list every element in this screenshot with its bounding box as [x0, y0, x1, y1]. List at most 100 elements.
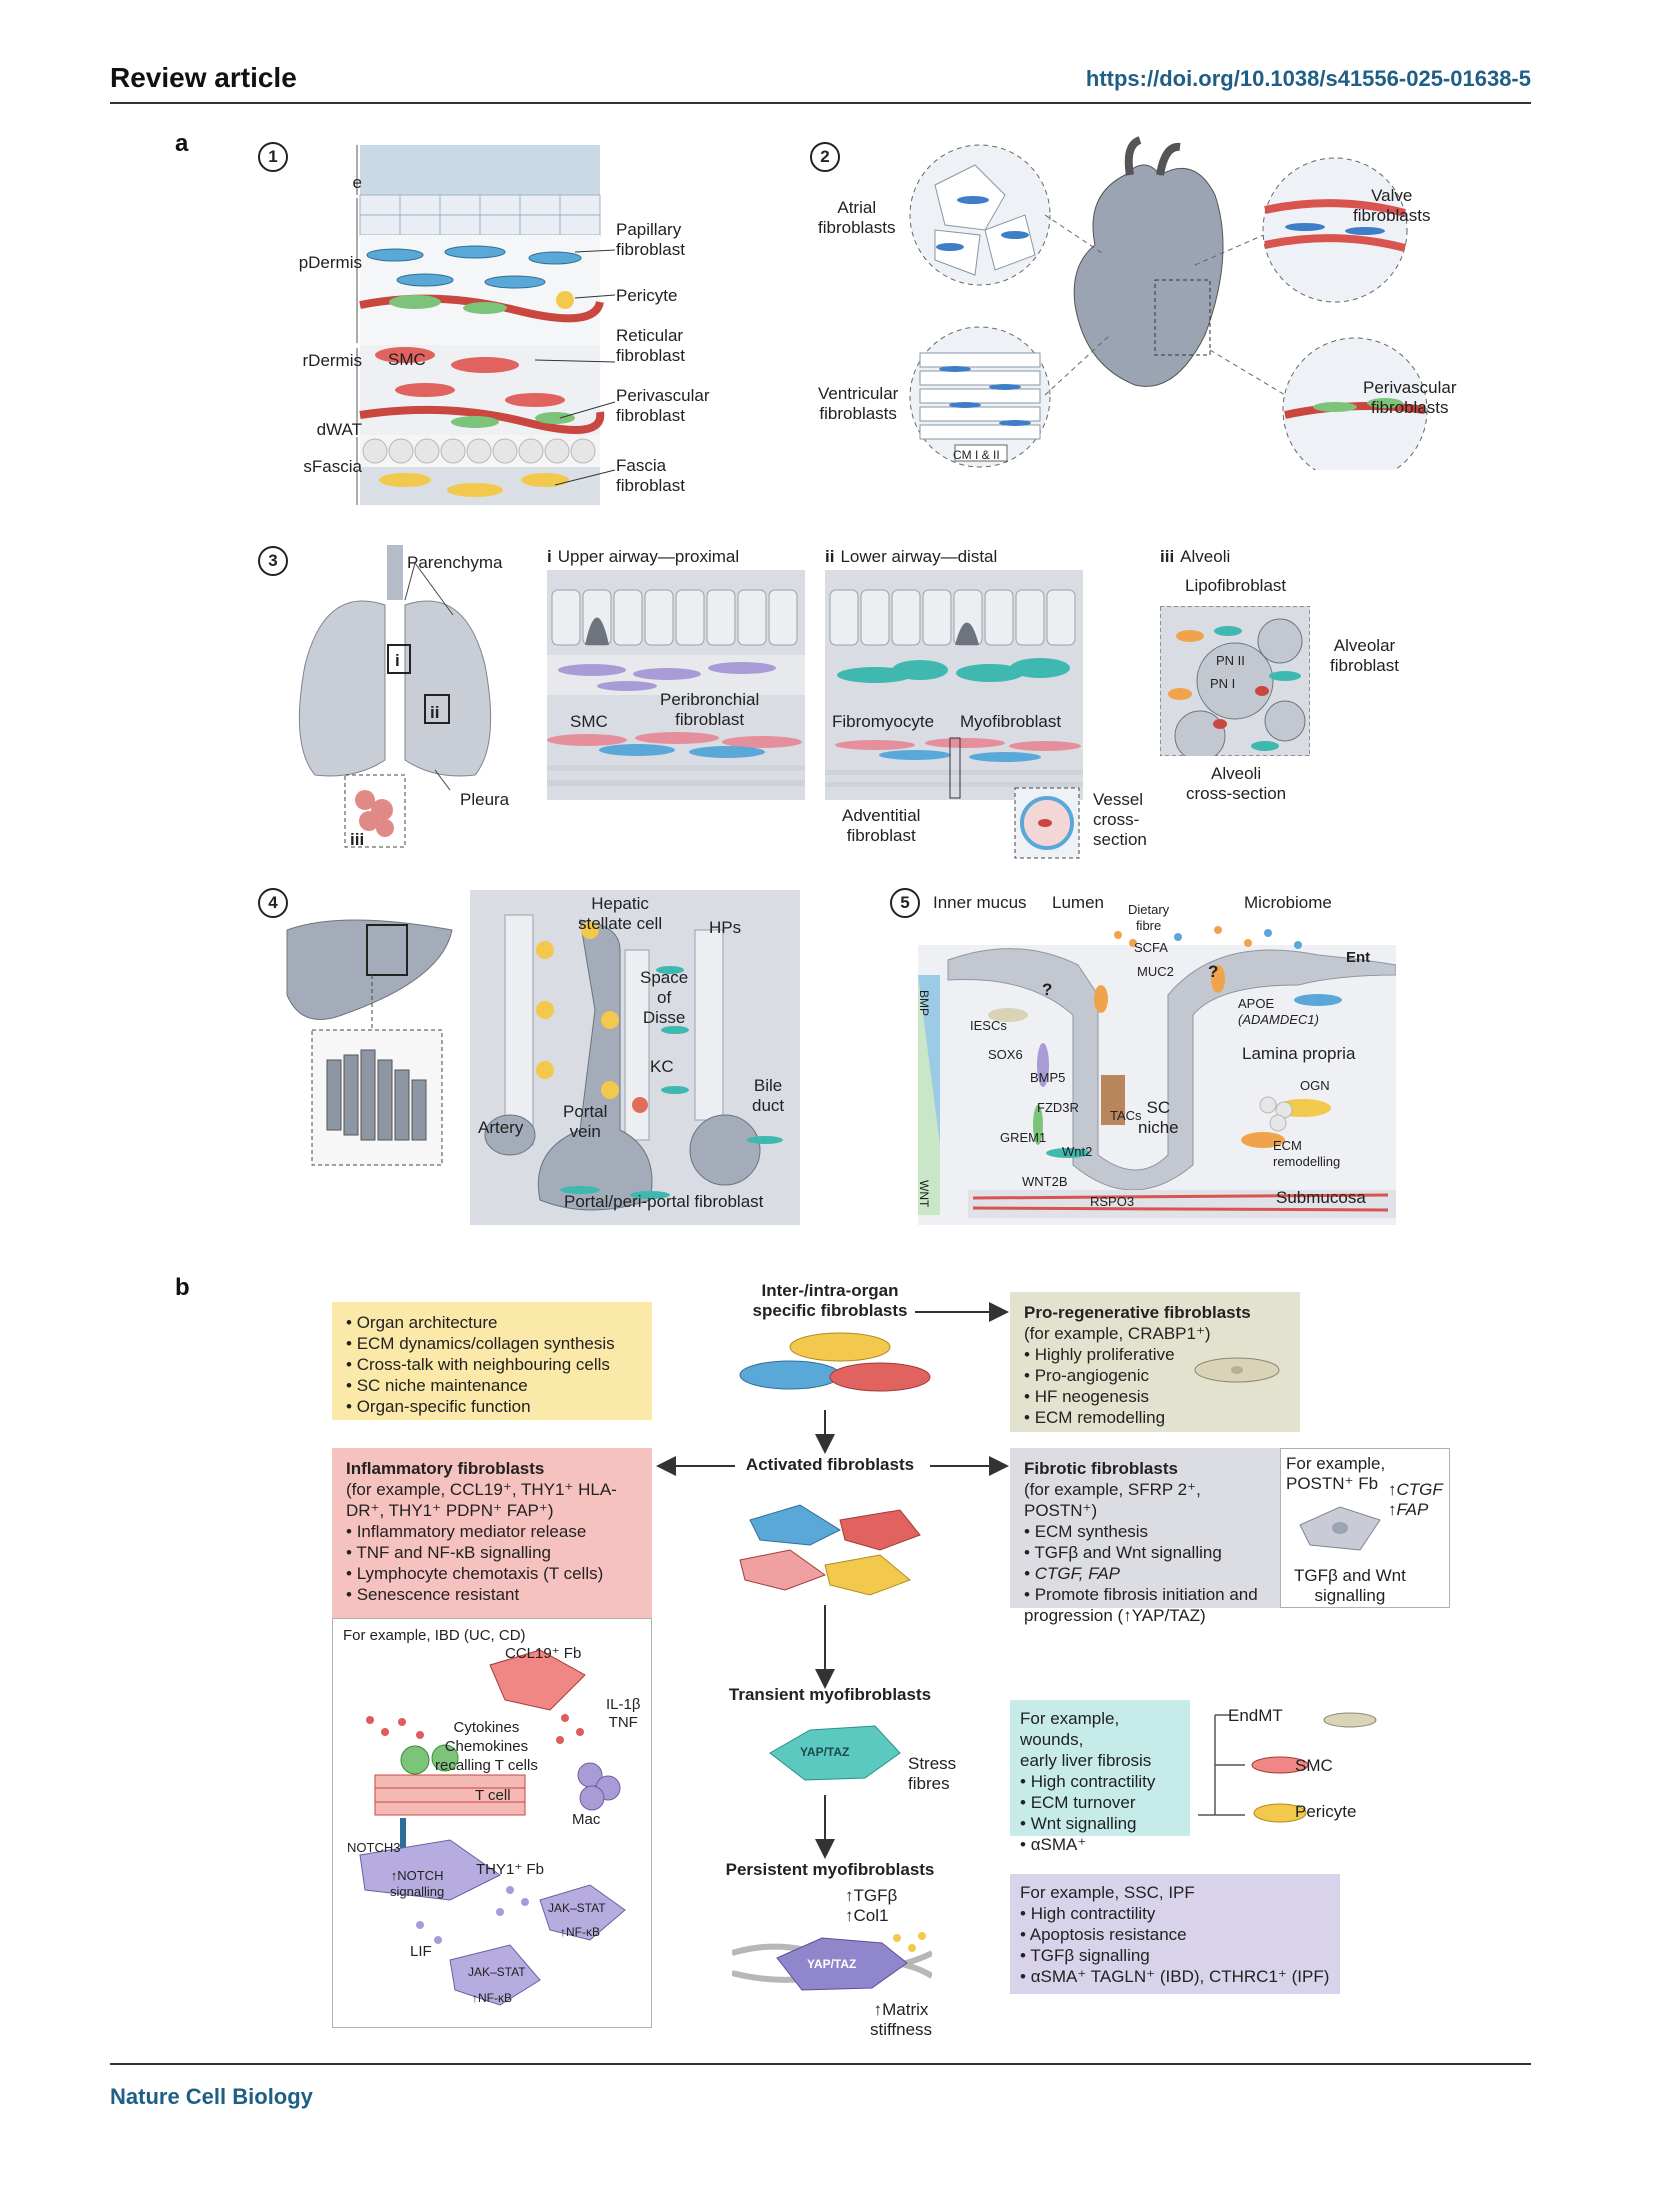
skin-layer-e: e — [352, 173, 362, 192]
tgfb-label: ↑TGFβ — [845, 1886, 898, 1905]
function-item: Cross-talk with neighbouring cells — [346, 1354, 638, 1375]
kc-label: KC — [650, 1057, 674, 1076]
lung-box-iii: iii — [350, 830, 365, 849]
persistent-example: For example, SSC, IPF — [1020, 1883, 1195, 1902]
bile-duct-label: Bile duct — [752, 1076, 785, 1115]
fascia-fibroblast-label: Fascia fibroblast — [616, 456, 685, 495]
t-cell-label: T cell — [475, 1787, 511, 1804]
perivascular-fibroblasts-label: Perivascular fibroblasts — [1363, 378, 1457, 417]
inflammatory-example: (for example, CCL19⁺, THY1⁺ HLA-DR⁺, THY… — [346, 1480, 617, 1520]
persistent-item: Apoptosis resistance — [1020, 1924, 1330, 1945]
transient-item: αSMA⁺ — [1020, 1834, 1180, 1855]
jak-stat-label-1: JAK–STAT — [548, 1901, 606, 1915]
lower-airway-diagram — [825, 570, 1083, 859]
lung-number: 3 — [258, 546, 288, 576]
nfkb-label-2: ↑NF-κB — [472, 1991, 512, 2005]
artery-label: Artery — [478, 1118, 524, 1137]
reticular-fibroblast-label: Reticular fibroblast — [616, 326, 685, 365]
jak-stat-label-2: JAK–STAT — [468, 1965, 526, 1979]
tgf-wnt-label: TGFβ and Wnt signalling — [1294, 1566, 1406, 1605]
header-rule — [110, 102, 1531, 104]
inflammatory-item: Senescence resistant — [346, 1584, 638, 1605]
perivascular-fibroblast-label: Perivascular fibroblast — [616, 386, 710, 425]
pn1-label: PN I — [1210, 676, 1236, 691]
transient-item: High contractility — [1020, 1771, 1180, 1792]
cm-label: CM I & II — [953, 448, 1000, 462]
gut-diagram — [918, 915, 1396, 1225]
lung-box-i: i — [395, 651, 400, 670]
fibrotic-example: (for example, SFRP 2⁺, POSTN⁺) — [1024, 1480, 1201, 1520]
stress-fibres-label: Stress fibres — [908, 1754, 957, 1793]
notch3-label: NOTCH3 — [347, 1840, 401, 1855]
ent-label: Ent — [1346, 949, 1371, 966]
dietary-fibre-label: Dietary fibre — [1128, 902, 1170, 933]
muc2-label: MUC2 — [1137, 964, 1174, 979]
transient-myofibroblasts-label: Transient myofibroblasts — [728, 1685, 932, 1704]
article-type: Review article — [110, 62, 297, 93]
microbiome-label: Microbiome — [1244, 893, 1332, 912]
heart-number: 2 — [810, 142, 840, 172]
origin-arrows — [1198, 1712, 1377, 1823]
skin-layer-rdermis: rDermis — [302, 351, 363, 370]
activated-fibroblasts-label: Activated fibroblasts — [745, 1455, 915, 1474]
pro-regenerative-item: Pro-angiogenic — [1024, 1365, 1286, 1386]
transient-myofibroblast-icon — [769, 1725, 901, 1781]
postn-example-label: For example, POSTN⁺ Fb — [1286, 1454, 1386, 1493]
persistent-item: High contractility — [1020, 1903, 1330, 1924]
specific-fibroblasts-icon — [739, 1332, 931, 1392]
adventitial-fibroblast-label: Adventitial fibroblast — [842, 806, 921, 845]
inflammatory-item: TNF and NF-κB signalling — [346, 1542, 638, 1563]
matrix-stiffness-label: ↑Matrix stiffness — [870, 2000, 933, 2039]
liver-number: 4 — [258, 888, 288, 918]
persistent-item: αSMA⁺ TAGLN⁺ (IBD), CTHRC1⁺ (IPF) — [1020, 1966, 1330, 1987]
ibd-diagram — [359, 1649, 626, 2006]
origin-pericyte-label: Pericyte — [1295, 1802, 1357, 1821]
question-mark-1: ? — [1042, 980, 1053, 999]
liver-overview-diagram — [286, 919, 453, 1166]
rspo3-label: RSPO3 — [1090, 1194, 1135, 1209]
fap-label: ↑FAP — [1388, 1500, 1429, 1519]
inflammatory-title: Inflammatory fibroblasts — [346, 1459, 545, 1478]
alveoli-cross-section-label: Alveoli cross-section — [1186, 764, 1287, 803]
thy1-fb-label: THY1⁺ Fb — [476, 1861, 544, 1878]
pro-regenerative-cell-icon — [1194, 1357, 1280, 1383]
inflammatory-item: Inflammatory mediator release — [346, 1521, 638, 1542]
atrial-fibroblasts-label: Atrial fibroblasts — [818, 198, 896, 237]
pericyte-label: Pericyte — [616, 286, 678, 305]
pro-regenerative-example: (for example, CRABP1⁺) — [1024, 1324, 1211, 1343]
ecm-remodelling-label: ECM remodelling — [1273, 1138, 1341, 1169]
grem1-label: GREM1 — [1000, 1130, 1047, 1145]
footer-rule — [110, 2063, 1531, 2065]
fibrotic-item: CTGF, FAP — [1024, 1563, 1266, 1584]
inflammatory-box: Inflammatory fibroblasts (for example, C… — [332, 1448, 652, 1618]
persistent-box: For example, SSC, IPF High contractility… — [1010, 1874, 1340, 1994]
pro-regenerative-title: Pro-regenerative fibroblasts — [1024, 1303, 1251, 1322]
upper-smc-label: SMC — [570, 712, 608, 731]
pro-regenerative-item: ECM remodelling — [1024, 1407, 1286, 1428]
pro-regenerative-item: HF neogenesis — [1024, 1386, 1286, 1407]
cytokines-label: Cytokines Chemokines recalling T cells — [435, 1719, 538, 1774]
alveolar-fibroblast-label: Alveolar fibroblast — [1330, 636, 1399, 675]
wnt2-label: Wnt2 — [1062, 1144, 1093, 1159]
fibrotic-item: TGFβ and Wnt signalling — [1024, 1542, 1266, 1563]
lumen-label: Lumen — [1052, 893, 1104, 912]
panel-a-letter: a — [175, 130, 189, 157]
scfa-label: SCFA — [1134, 940, 1168, 955]
doi-link[interactable]: https://doi.org/10.1038/s41556-025-01638… — [1085, 66, 1531, 91]
iescs-label: IESCs — [970, 1018, 1007, 1033]
ogn-label: OGN — [1300, 1078, 1330, 1093]
persistent-myofibroblasts-label: Persistent myofibroblasts — [725, 1860, 935, 1879]
skin-diagram — [356, 145, 616, 505]
col1-label: ↑Col1 — [845, 1906, 889, 1925]
valve-fibroblasts-label: Valve fibroblasts — [1353, 186, 1431, 225]
fibrotic-item: ECM synthesis — [1024, 1521, 1266, 1542]
lung-box-ii: ii — [430, 703, 440, 722]
skin-layer-sfascia: sFascia — [303, 457, 362, 476]
apoe-label: APOE — [1238, 996, 1275, 1011]
skin-smc-label: SMC — [388, 350, 426, 369]
ctgf-label: ↑CTGF — [1388, 1480, 1443, 1499]
persistent-myofibroblast-icon — [732, 1932, 932, 1991]
